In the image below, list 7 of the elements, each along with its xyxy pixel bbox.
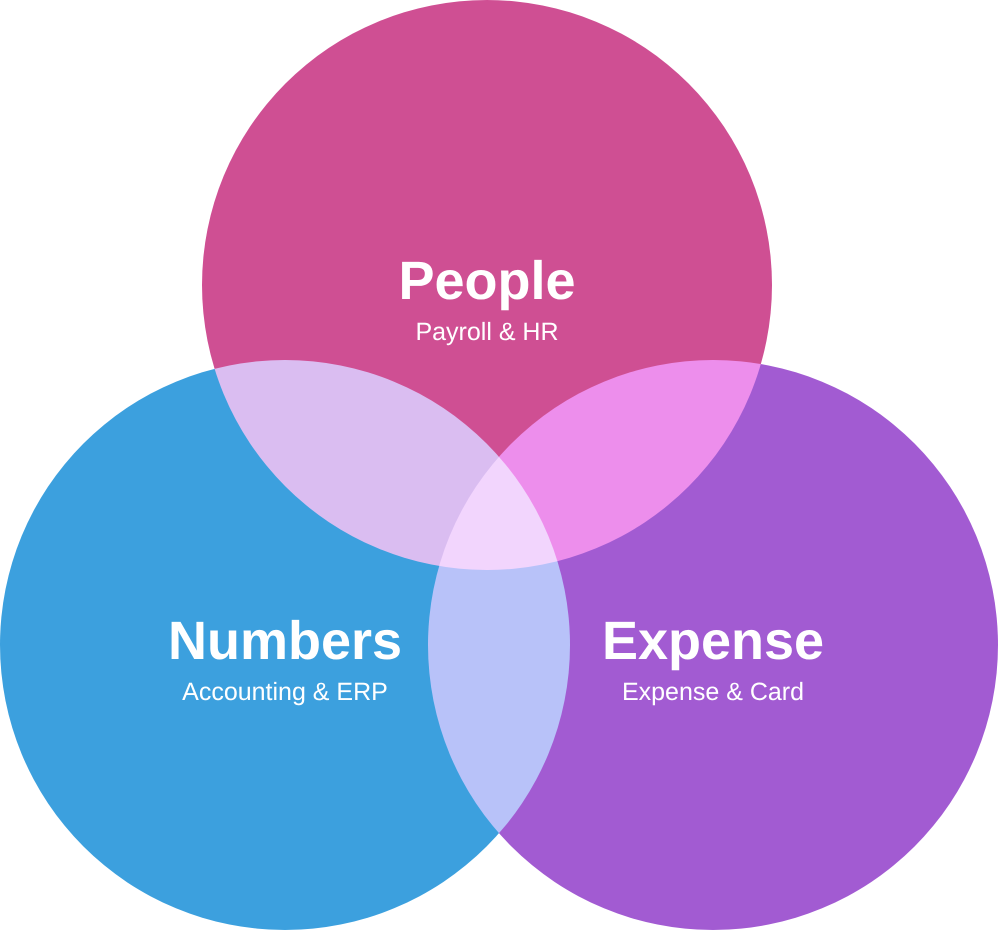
circle-title: People xyxy=(398,251,576,311)
circle-title: Numbers xyxy=(168,611,402,671)
circle-subtitle: Expense & Card xyxy=(622,677,804,707)
circle-subtitle: Accounting & ERP xyxy=(182,677,388,707)
circle-title: Expense xyxy=(602,611,824,671)
venn-circle xyxy=(428,360,998,930)
circle-subtitle: Payroll & HR xyxy=(415,317,559,347)
